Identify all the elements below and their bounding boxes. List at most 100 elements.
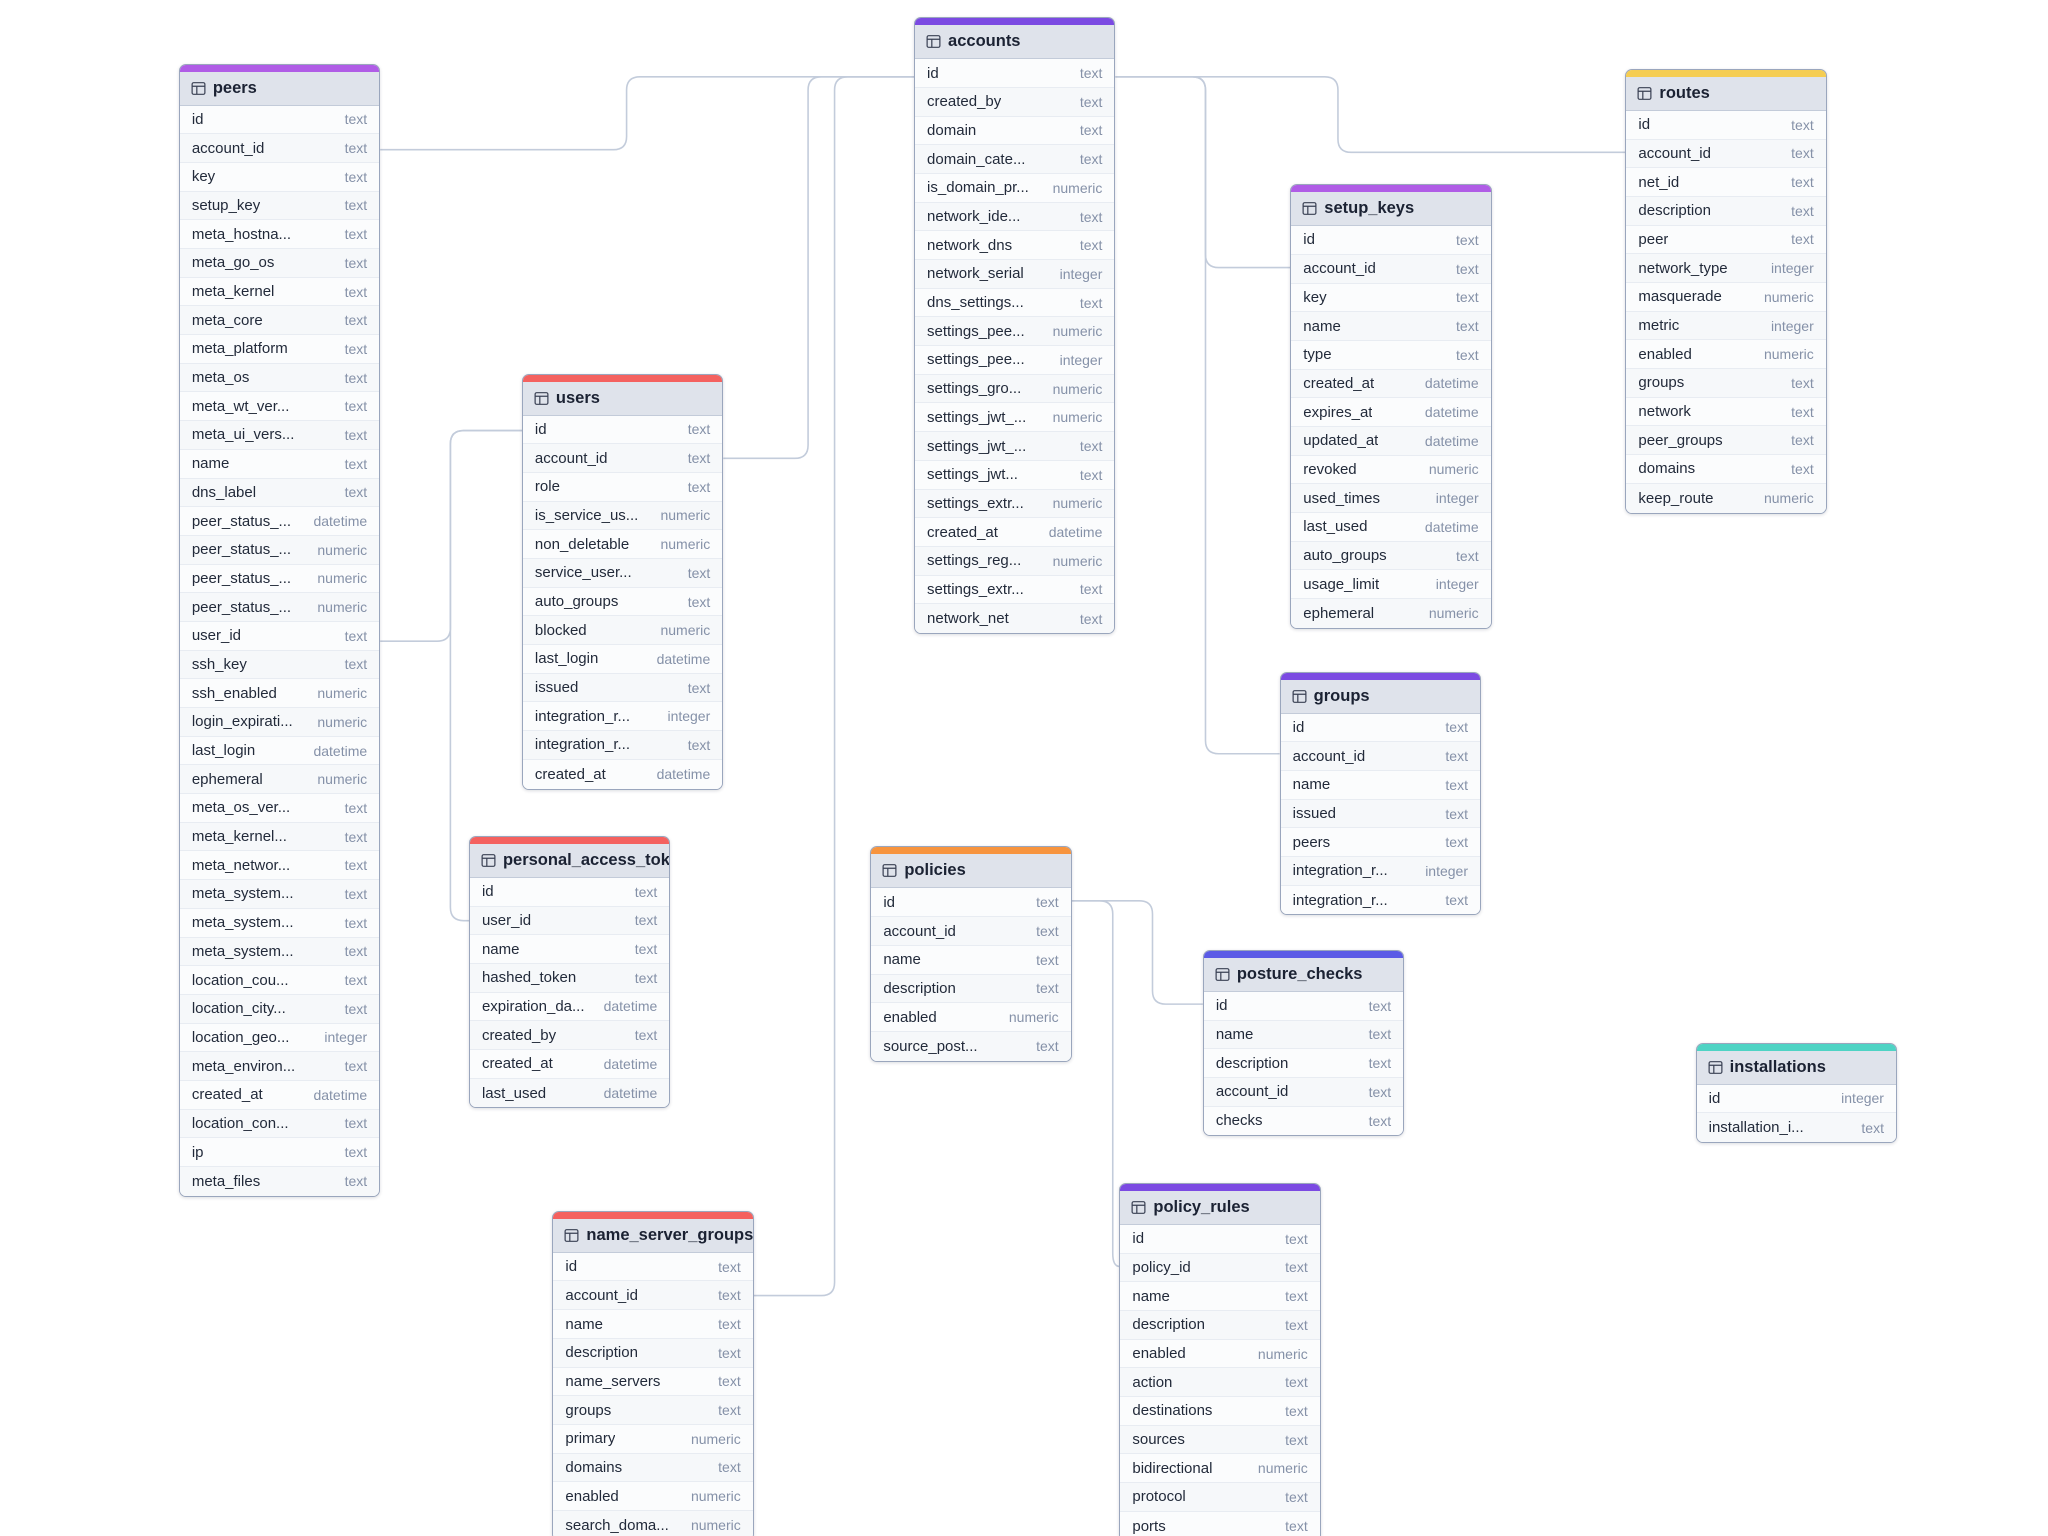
- field-row[interactable]: location_cou...text: [179, 966, 380, 995]
- field-row[interactable]: meta_kernel...text: [179, 822, 380, 852]
- field-row[interactable]: is_service_us...numeric: [522, 501, 723, 531]
- field-row[interactable]: meta_system...text: [179, 880, 380, 909]
- table-header[interactable]: installations: [1696, 1050, 1896, 1085]
- field-row[interactable]: location_geo...integer: [179, 1023, 380, 1053]
- table-header[interactable]: groups: [1280, 679, 1480, 714]
- table-header[interactable]: peers: [179, 71, 380, 106]
- field-row[interactable]: meta_networ...text: [179, 851, 380, 881]
- field-row[interactable]: service_user...text: [522, 559, 723, 588]
- field-row[interactable]: is_domain_pr...numeric: [915, 173, 1115, 203]
- field-row[interactable]: expiration_da...datetime: [469, 992, 670, 1022]
- field-row[interactable]: settings_gro...numeric: [915, 374, 1115, 404]
- field-row[interactable]: meta_os_ver...text: [179, 794, 380, 823]
- field-row[interactable]: settings_pee...integer: [915, 346, 1115, 375]
- field-row[interactable]: search_doma...numeric: [553, 1510, 753, 1536]
- field-row[interactable]: integration_r...integer: [522, 702, 723, 732]
- table-node-personal_access_tokens[interactable]: personal_access_tokensidtextuser_idtextn…: [468, 835, 671, 1109]
- field-row[interactable]: domain_cate...text: [915, 145, 1115, 174]
- field-row[interactable]: meta_hostna...text: [179, 220, 380, 250]
- field-row[interactable]: peer_status_...numeric: [179, 564, 380, 594]
- field-row[interactable]: installation_i...text: [1696, 1113, 1896, 1142]
- field-row[interactable]: meta_environ...text: [179, 1052, 380, 1081]
- field-row[interactable]: settings_extr...text: [915, 575, 1115, 605]
- field-row[interactable]: location_con...text: [179, 1109, 380, 1139]
- field-row[interactable]: integration_r...text: [522, 731, 723, 760]
- field-row[interactable]: dns_settings...text: [915, 288, 1115, 318]
- field-row[interactable]: network_ide...text: [915, 202, 1115, 232]
- table-header[interactable]: personal_access_tokens: [469, 843, 670, 878]
- field-row[interactable]: settings_jwt...text: [915, 460, 1115, 490]
- field-row[interactable]: login_expirati...numeric: [179, 708, 380, 737]
